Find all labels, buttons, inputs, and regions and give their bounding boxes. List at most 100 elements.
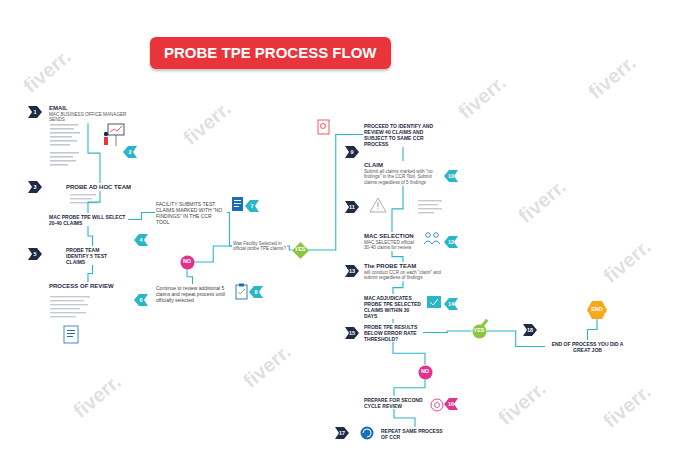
- process-box: MAC PROBE TPE WILL SELECT 20-40 CLAIMS: [48, 213, 128, 226]
- node-heading: MAC PROBE TPE WILL SELECT 20-40 CLAIMS: [49, 214, 127, 226]
- callout-chevron: [345, 146, 359, 158]
- cycle-icon: [431, 399, 443, 411]
- callout-number: 5: [29, 248, 41, 260]
- connector: [392, 186, 403, 232]
- node-heading: MAC SELECTION: [364, 233, 420, 240]
- watermark: fiverr.: [179, 97, 236, 150]
- presenter-icon: [104, 124, 124, 146]
- callout-chevron: [28, 181, 42, 193]
- connector: [88, 226, 93, 246]
- process-box: FACILITY SUBMITS TEST CLAIMS MARKED WITH…: [155, 200, 227, 225]
- callout-chevron: [28, 248, 42, 260]
- watermark: fiverr.: [454, 71, 511, 124]
- callout-number: 8: [250, 286, 262, 298]
- process-box: PROCESS OF REVIEW: [48, 282, 128, 290]
- callout-chevron: [28, 106, 42, 118]
- process-box: EMAILMAC BUSINESS OFFICE MANAGER SENDS: [48, 104, 128, 123]
- callout-number: 14: [445, 298, 457, 310]
- document-icon: [232, 197, 243, 211]
- node-heading: NO: [421, 369, 429, 375]
- end-hexagon: END: [587, 301, 607, 319]
- node-body: Submit all claims marked with "no findin…: [364, 169, 442, 186]
- connector: [195, 246, 233, 262]
- title-banner: PROBE TPE PROCESS FLOW: [150, 37, 391, 69]
- shape-outline: [418, 365, 432, 379]
- callout-number: 18: [524, 324, 536, 336]
- node-heading: PROCEED TO IDENTIFY AND REVIEW 40 CLAIMS…: [364, 123, 442, 147]
- watermark: fiverr.: [514, 175, 571, 228]
- shape-outline: [472, 324, 486, 338]
- node-heading: YES: [473, 328, 484, 334]
- watermark: fiverr.: [69, 370, 126, 423]
- callout-number: 2: [124, 146, 136, 158]
- connector: [88, 191, 100, 213]
- connector: [423, 331, 472, 333]
- node-heading: YES: [294, 247, 305, 253]
- callout-number: 1: [29, 106, 41, 118]
- callout-chevron: [345, 201, 359, 213]
- process-box: PROBE TPE RESULTS BELOW ERROR RATE THRES…: [363, 323, 423, 342]
- node-heading: PROBE AD HOC TEAM: [66, 184, 134, 191]
- process-box: Continue to review additional 5 claims a…: [155, 284, 230, 303]
- shape-outline: [180, 255, 194, 269]
- refresh-icon: [361, 427, 374, 440]
- callout-chevron: [335, 427, 349, 439]
- connector: [394, 409, 415, 427]
- connector: [187, 270, 193, 285]
- node-heading: PROBE TPE RESULTS BELOW ERROR RATE THRES…: [364, 324, 422, 342]
- connector: [393, 281, 403, 294]
- watermark: fiverr.: [599, 235, 656, 288]
- connector: [227, 213, 232, 247]
- connector: [287, 246, 292, 250]
- callout-chevron: [444, 170, 458, 182]
- node-heading: Continue to review additional 5 claims a…: [156, 285, 229, 303]
- callout-chevron: [523, 324, 537, 336]
- process-box: END OF PROCESS YOU DID A GREAT JOB: [545, 340, 630, 353]
- callout-chevron: [249, 286, 263, 298]
- connector: [402, 147, 403, 161]
- clipboard-icon: [236, 284, 247, 300]
- callout-number: 13: [346, 265, 358, 277]
- process-box: PROBE TEAM IDENTIFY 5 TEST CLAIMS: [65, 246, 120, 265]
- connector: [487, 331, 546, 347]
- process-box: CLAIMSubmit all claims marked with "no f…: [363, 161, 443, 186]
- connector: [309, 135, 364, 251]
- watermark: fiverr.: [494, 377, 551, 430]
- decision-circle: NO: [180, 255, 195, 270]
- connector: [393, 342, 425, 365]
- callout-chevron: [345, 265, 359, 277]
- callout-number: 15: [346, 327, 358, 339]
- callout-chevron: [134, 294, 148, 306]
- bullet-lines: [50, 124, 442, 317]
- search-icon: [318, 120, 329, 134]
- connector: [88, 265, 93, 282]
- callout-chevron: [444, 298, 458, 310]
- callout-number: 9: [346, 146, 358, 158]
- connector: [392, 319, 393, 323]
- warning-icon: [370, 198, 386, 212]
- node-heading: NO: [183, 259, 191, 265]
- process-box: PREPARE FOR SECOND CYCLE REVIEW: [363, 396, 425, 409]
- checklist-icon: [427, 296, 441, 308]
- process-box: Was Facility Selected in official probe …: [232, 240, 287, 252]
- connector: [88, 123, 100, 183]
- node-body: MAC BUSINESS OFFICE MANAGER SENDS: [49, 112, 127, 123]
- node-heading: PREPARE FOR SECOND CYCLE REVIEW: [364, 397, 424, 409]
- callout-chevron: [123, 146, 137, 158]
- process-box: MAC ADJUDICATES PROBE TPE SELECTED CLAIM…: [363, 294, 423, 319]
- callout-number: 10: [445, 170, 457, 182]
- callout-chevron: [345, 327, 359, 339]
- shape-outline: [292, 242, 309, 259]
- connector: [392, 251, 403, 262]
- watermark: fiverr.: [239, 340, 296, 393]
- callout-number: 12: [445, 236, 457, 248]
- node-body: will conduct CCR on each "claim" and sub…: [364, 270, 442, 281]
- node-heading: END OF PROCESS YOU DID A GREAT JOB: [546, 341, 629, 353]
- shape-outline: [587, 301, 607, 319]
- process-box: PROBE AD HOC TEAM: [65, 183, 135, 191]
- connector: [128, 213, 155, 220]
- connector: [394, 380, 425, 397]
- team-icon: [424, 233, 440, 244]
- node-heading: Was Facility Selected in official probe …: [233, 241, 286, 252]
- node-heading: EMAIL: [49, 105, 127, 112]
